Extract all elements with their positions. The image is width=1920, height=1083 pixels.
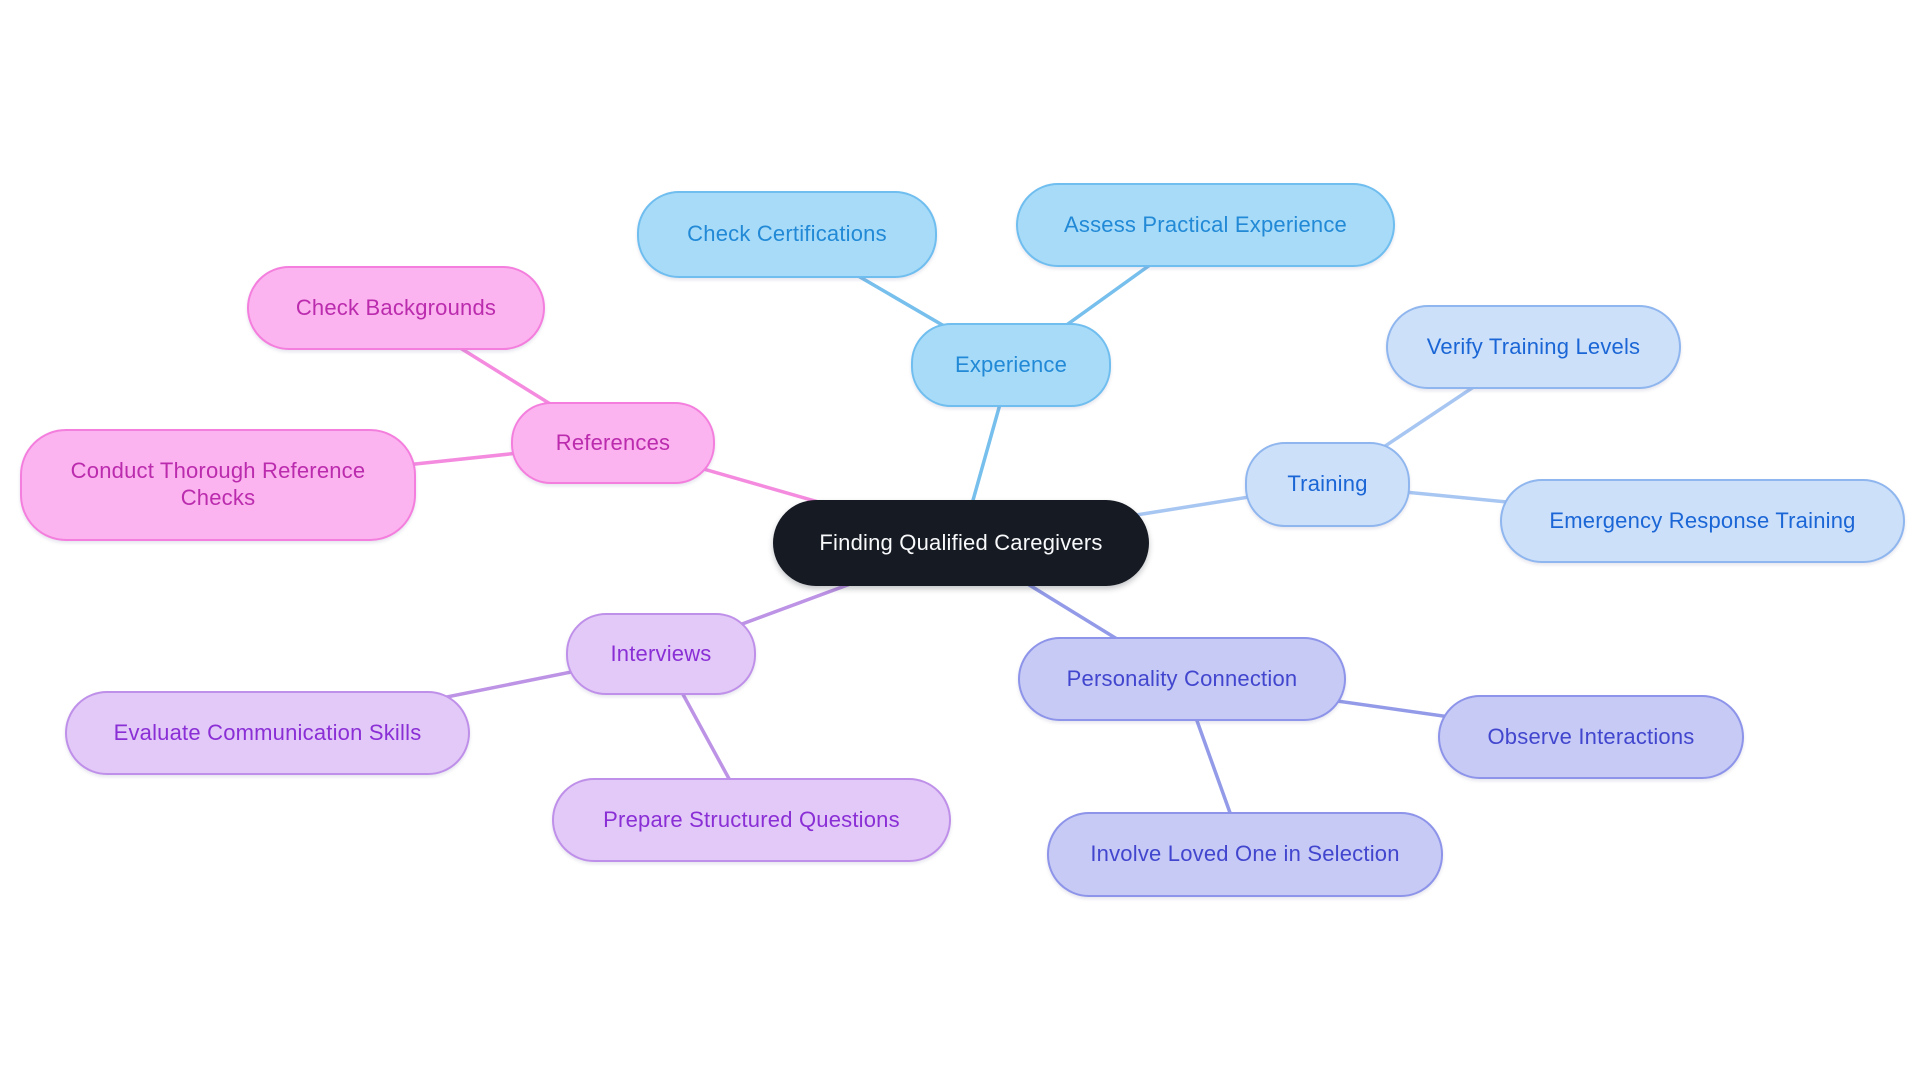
- node-label-experience: Experience: [954, 351, 1068, 377]
- node-label-emergency-response-training: Emergency Response Training: [1549, 507, 1856, 533]
- node-prepare-structured-questions: Prepare Structured Questions: [552, 778, 951, 862]
- node-experience: Experience: [911, 323, 1111, 407]
- node-label-check-backgrounds: Check Backgrounds: [295, 294, 497, 320]
- node-personality-connection: Personality Connection: [1018, 637, 1346, 721]
- node-observe-interactions: Observe Interactions: [1438, 695, 1744, 779]
- node-verify-training-levels: Verify Training Levels: [1386, 305, 1681, 389]
- node-label-observe-interactions: Observe Interactions: [1487, 723, 1695, 749]
- node-references: References: [511, 402, 715, 484]
- node-assess-practical-experience: Assess Practical Experience: [1016, 183, 1395, 267]
- node-label-check-certifications: Check Certifications: [687, 221, 887, 247]
- node-check-certifications: Check Certifications: [637, 191, 937, 278]
- node-label-prepare-structured-questions: Prepare Structured Questions: [603, 806, 900, 832]
- node-conduct-thorough-reference-checks: Conduct Thorough Reference Checks: [20, 429, 416, 541]
- node-label-involve-loved-one-in-selection: Involve Loved One in Selection: [1090, 841, 1400, 867]
- node-label-interviews: Interviews: [610, 640, 712, 666]
- node-label-evaluate-communication-skills: Evaluate Communication Skills: [113, 719, 422, 745]
- node-involve-loved-one-in-selection: Involve Loved One in Selection: [1047, 812, 1443, 897]
- node-emergency-response-training: Emergency Response Training: [1500, 479, 1905, 563]
- node-check-backgrounds: Check Backgrounds: [247, 266, 545, 350]
- node-label-personality-connection: Personality Connection: [1066, 665, 1298, 691]
- node-label-central: Finding Qualified Caregivers: [819, 529, 1103, 555]
- node-training: Training: [1245, 442, 1410, 527]
- node-label-verify-training-levels: Verify Training Levels: [1426, 333, 1641, 359]
- node-central: Finding Qualified Caregivers: [773, 500, 1149, 586]
- node-interviews: Interviews: [566, 613, 756, 695]
- node-label-training: Training: [1287, 471, 1368, 497]
- node-label-conduct-thorough-reference-checks: Conduct Thorough Reference Checks: [70, 458, 366, 510]
- node-label-assess-practical-experience: Assess Practical Experience: [1064, 211, 1347, 237]
- node-evaluate-communication-skills: Evaluate Communication Skills: [65, 691, 470, 775]
- node-label-references: References: [555, 429, 671, 455]
